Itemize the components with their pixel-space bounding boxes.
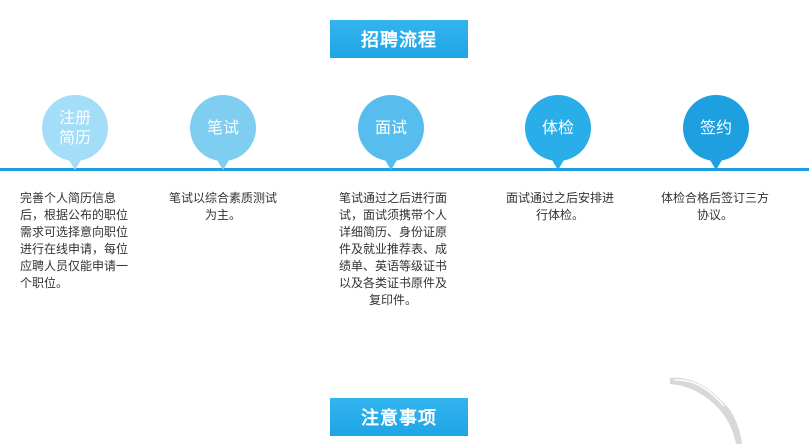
step-medical-exam-label: 体检: [541, 118, 574, 137]
step-medical-exam-desc: 面试通过之后安排进行体检。: [505, 191, 614, 222]
decorative-swoosh: [670, 377, 742, 444]
step-register-resume-desc: 完善个人简历信息后，根据公布的职位需求可选择意向职位进行在线申请，每位应聘人员仅…: [20, 191, 129, 290]
step-sign-contract-desc: 体检合格后签订三方协议。: [660, 191, 769, 222]
step-medical-exam[interactable]: 体检: [525, 95, 591, 170]
step-interview-desc: 笔试通过之后进行面试，面试须携带个人详细简历、身份证原件及就业推荐表、成绩单、英…: [338, 191, 447, 307]
step-written-test-label: 笔试: [206, 118, 239, 137]
step-written-test-desc: 笔试以综合素质测试为主。: [168, 191, 277, 222]
notes-banner: 注意事项: [330, 398, 468, 436]
step-written-test[interactable]: 笔试: [190, 95, 256, 170]
step-register-resume[interactable]: 注册简历: [42, 95, 108, 170]
recruitment-process-banner: 招聘流程: [330, 20, 468, 58]
step-interview[interactable]: 面试: [358, 95, 424, 170]
step-interview-label: 面试: [374, 118, 407, 137]
timeline-line: [0, 168, 809, 171]
step-sign-contract[interactable]: 签约: [683, 95, 749, 170]
step-sign-contract-label: 签约: [699, 118, 732, 137]
step-register-resume-label: 注册简历: [58, 108, 91, 147]
